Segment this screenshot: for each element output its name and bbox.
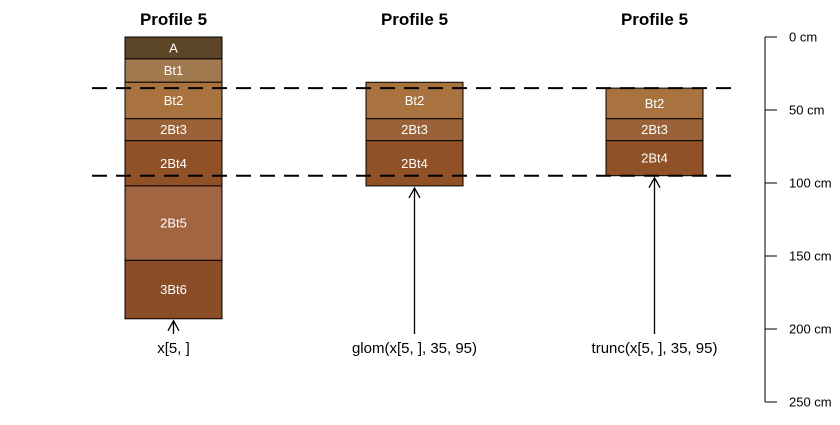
profile-title: Profile 5 xyxy=(621,10,688,29)
depth-tick-label: 200 cm xyxy=(789,322,832,337)
profile-caption: glom(x[5, ], 35, 95) xyxy=(352,340,477,357)
profile-title: Profile 5 xyxy=(140,10,207,29)
horizon-label: 3Bt6 xyxy=(160,282,187,297)
horizon-label: A xyxy=(169,40,178,55)
horizon-label: Bt2 xyxy=(405,93,425,108)
depth-tick-label: 50 cm xyxy=(789,103,824,118)
horizon-2bt4 xyxy=(365,140,464,187)
horizon-label: Bt2 xyxy=(645,96,665,111)
depth-tick-label: 100 cm xyxy=(789,176,832,191)
profile-caption: x[5, ] xyxy=(157,340,190,357)
profile-2: Profile 5 Bt2 2Bt3 2Bt4 glom(x[5, ], 35, 95) xyxy=(352,10,477,357)
reference-lines xyxy=(92,87,737,177)
horizon-label: 2Bt5 xyxy=(160,216,187,231)
depth-tick-label: 150 cm xyxy=(789,249,832,264)
horizon-label: 2Bt3 xyxy=(401,122,428,137)
horizon-label: Bt2 xyxy=(164,93,184,108)
horizon-label: 2Bt4 xyxy=(401,156,428,171)
depth-axis: 0 cm 50 cm 100 cm 150 cm 200 cm 250 cm xyxy=(764,30,832,410)
pointer-arrow-head xyxy=(648,176,661,189)
profile-3: Profile 5 Bt2 2Bt3 2Bt4 trunc(x[5, ], 35, 95… xyxy=(592,10,718,357)
horizon-label: 2Bt4 xyxy=(160,156,187,171)
profile-title: Profile 5 xyxy=(381,10,448,29)
horizon-label: 2Bt4 xyxy=(641,151,668,166)
profile-caption: trunc(x[5, ], 35, 95) xyxy=(592,340,718,357)
pointer-arrow-head xyxy=(167,319,180,332)
pointer-arrow-head xyxy=(408,186,421,199)
horizon-label: 2Bt3 xyxy=(641,122,668,137)
depth-tick-label: 0 cm xyxy=(789,30,817,45)
depth-tick-label: 250 cm xyxy=(789,395,832,410)
horizon-label: 2Bt3 xyxy=(160,122,187,137)
horizon-label: Bt1 xyxy=(164,63,184,78)
horizon-2bt4 xyxy=(605,140,704,177)
horizon-3bt6 xyxy=(124,259,223,320)
